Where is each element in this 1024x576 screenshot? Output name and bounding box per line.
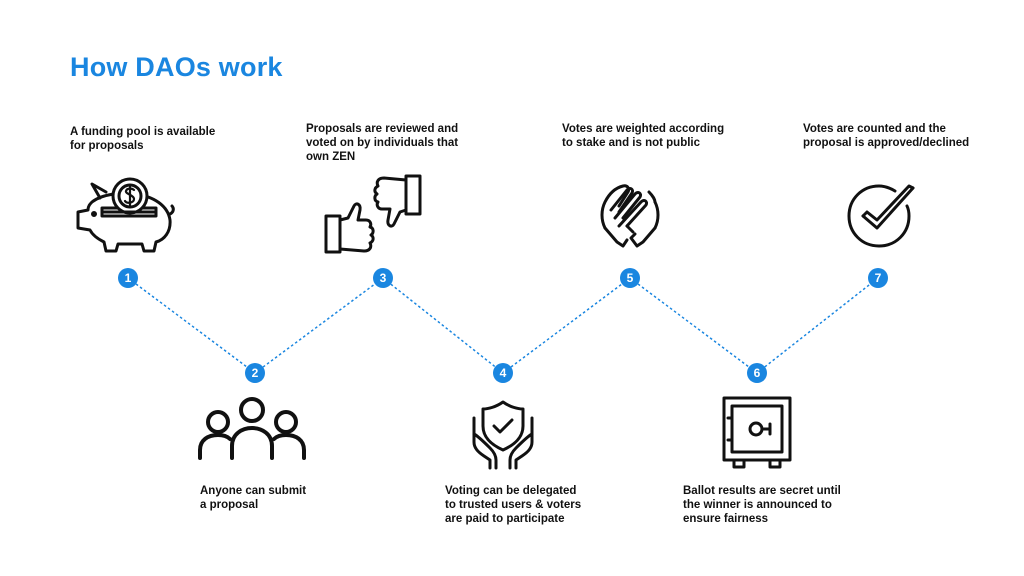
hands-shield-check-icon: [468, 398, 538, 470]
step-3-caption: Proposals are reviewed and voted on by i…: [306, 123, 459, 163]
step-5-caption: Votes are weighted according to stake an…: [562, 123, 725, 149]
safe-icon: [720, 396, 794, 470]
step-6-caption: Ballot results are secret until the winn…: [683, 485, 841, 525]
step-5-marker: 5: [620, 268, 640, 288]
step-3-marker: 3: [373, 268, 393, 288]
step-2-caption: Anyone can submit a proposal: [200, 485, 307, 511]
step-2-marker: 2: [245, 363, 265, 383]
step-7-marker: 7: [868, 268, 888, 288]
clapping-hands-icon: [597, 180, 663, 250]
page-title: How DAOs work: [70, 52, 283, 82]
piggy-bank-coin-icon: [72, 176, 176, 254]
thumbs-up-down-icon: [322, 172, 424, 256]
step-7-caption: Votes are counted and the proposal is ap…: [803, 123, 970, 149]
step-6-marker: 6: [747, 363, 767, 383]
check-circle-icon: [843, 182, 919, 250]
step-4-caption: Voting can be delegated to trusted users…: [445, 485, 582, 525]
step-1-marker: 1: [118, 268, 138, 288]
step-1-caption: A funding pool is available for proposal…: [70, 126, 216, 152]
step-4-marker: 4: [493, 363, 513, 383]
group-of-people-icon: [196, 396, 308, 462]
